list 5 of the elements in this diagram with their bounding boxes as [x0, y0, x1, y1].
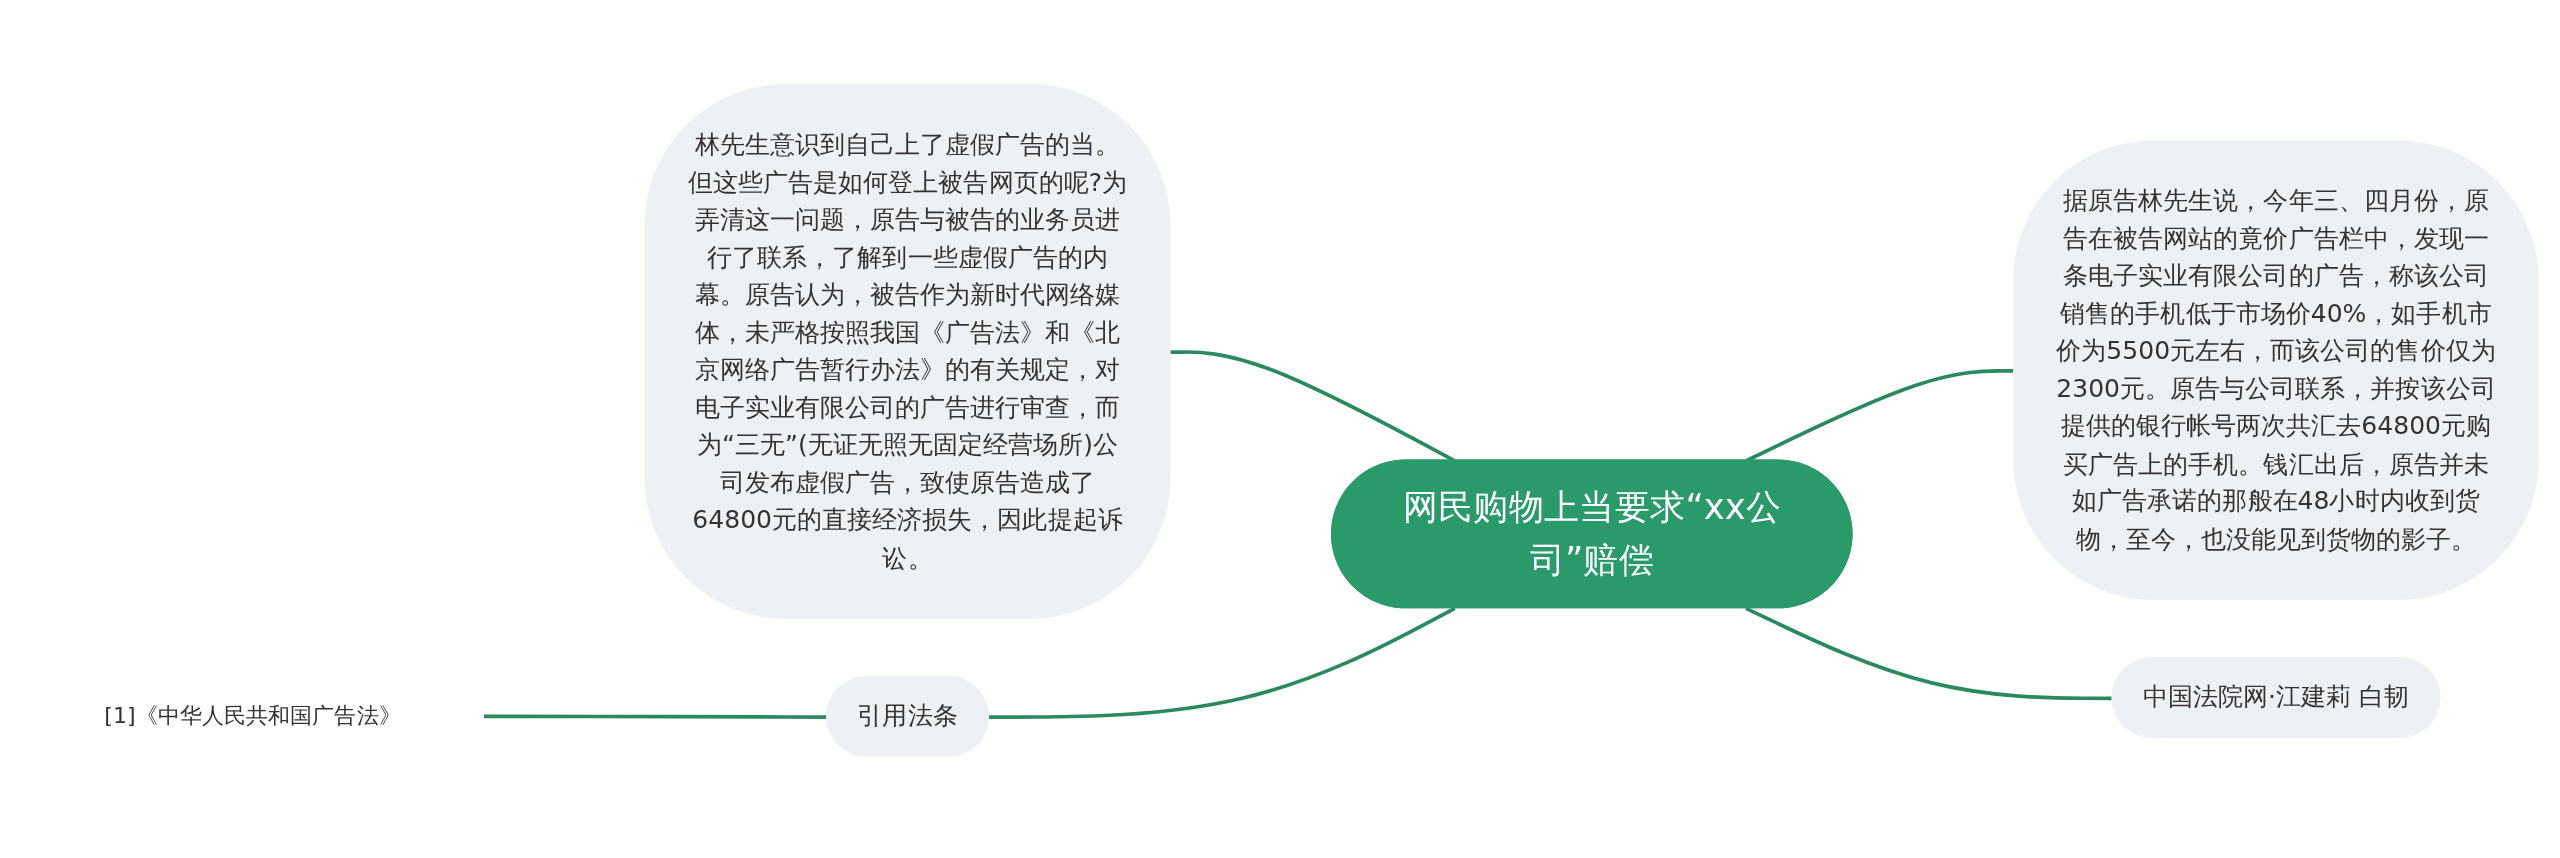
connector [483, 714, 828, 719]
node-text: [1]《中华人民共和国广告法》 [104, 702, 401, 729]
connector [988, 606, 1456, 719]
node-box: 据原告林先生说，今年三、四月份，原告在被告网站的竟价广告栏中，发现一条电子实业有限公司的广告，称该公司销售的手机低于市场价40%，如手机市价为5500元左右，而该公司的售价仅为2300元。原告与公司联系，并按该公司提供的银行帐号两次共汇去64800元购买广告上的手机。钱汇出后，原告并未如广告承诺的那般在48小时内收到货物，至今，也没能见到货物的影子。 [2013, 139, 2539, 600]
node-box: 林先生意识到自己上了虚假广告的当。但这些广告是如何登上被告网页的呢?为弄清这一问题，原告与被告的业务员进行了联系，了解到一些虚假广告的内幕。原告认为，被告作为新时代网络媒体，未严格按照我国《广告法》和《北京网络广告暂行办法》的有关规定，对电子实业有限公司的广告进行审查，而为“三无”(无证无照无固定经营场所)公司发布虚假广告，致使原告造成了64800元的直接经济损失，因此提起诉讼。 [644, 83, 1171, 619]
